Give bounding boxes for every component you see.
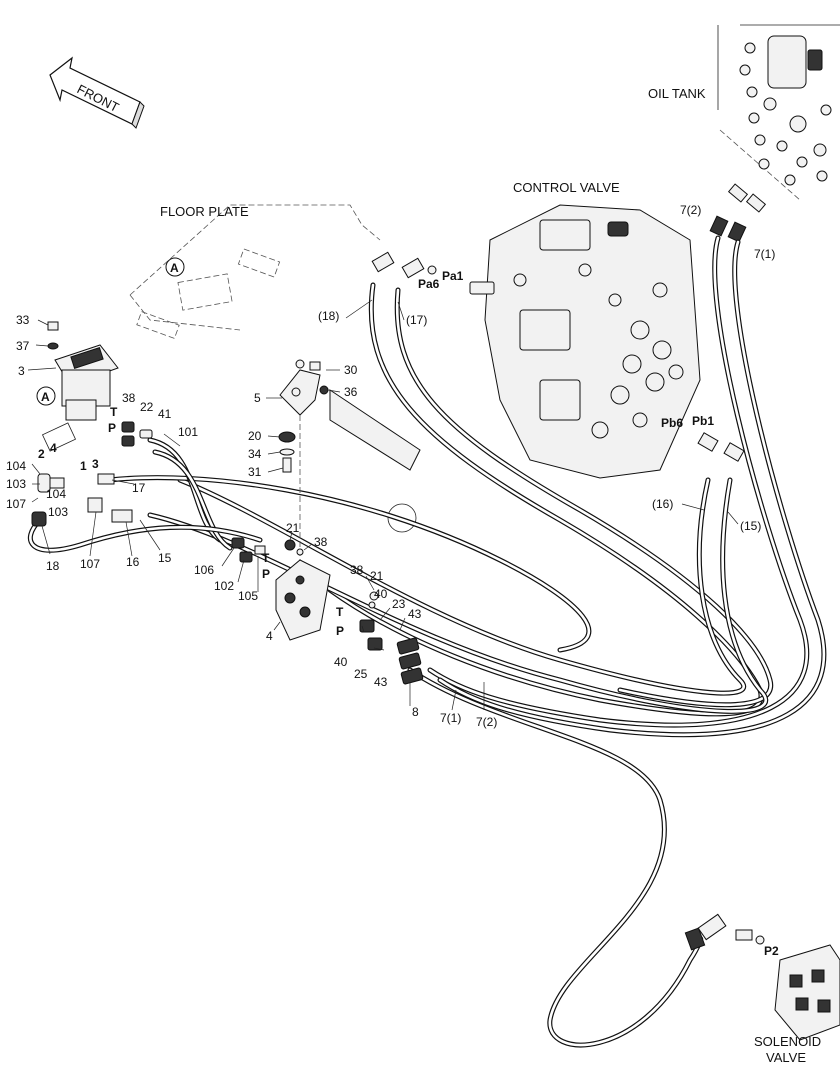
pedal-valve: A	[31, 321, 153, 527]
callout-23: 23	[392, 597, 406, 611]
callout-3a: 3	[18, 364, 25, 378]
ref-mark-a-top: A	[170, 261, 179, 275]
port-pa6: Pa6	[418, 277, 440, 291]
callout-37: 37	[16, 339, 30, 353]
floor-plate: FLOOR PLATE A	[129, 204, 417, 533]
port-t-block-b: T	[336, 605, 344, 619]
control-valve-label: CONTROL VALVE	[513, 180, 620, 195]
bracket-and-block	[231, 359, 424, 685]
callout-30: 30	[344, 363, 358, 377]
callout-40a: 40	[374, 587, 388, 601]
callout-104a: 104	[6, 459, 26, 473]
port-pb6: Pb6	[661, 416, 683, 430]
callout-20: 20	[248, 429, 262, 443]
callout-105: 105	[238, 589, 258, 603]
callout-43b: 43	[374, 675, 388, 689]
oil-tank: OIL TANK 7(2) 7(1)	[648, 24, 840, 261]
callout-17: 17	[132, 481, 146, 495]
callout-21b: 21	[370, 569, 384, 583]
callout-15p: (15)	[740, 519, 761, 533]
port-t-pedal: T	[110, 405, 118, 419]
callout-103b: 103	[48, 505, 68, 519]
callout-3b: 3	[92, 457, 99, 471]
callout-38c: 38	[350, 563, 364, 577]
callout-17p: (17)	[406, 313, 427, 327]
callout-7-2-top: 7(2)	[680, 203, 701, 217]
port-p2: P2	[764, 944, 779, 958]
solenoid-valve-label-2: VALVE	[766, 1050, 806, 1065]
callout-2: 2	[38, 447, 45, 461]
port-p-block-a: P	[262, 567, 270, 581]
port-pa1: Pa1	[442, 269, 464, 283]
callout-107b: 107	[80, 557, 100, 571]
callout-34: 34	[248, 447, 262, 461]
callout-36: 36	[344, 385, 358, 399]
callout-5: 5	[254, 391, 261, 405]
callout-8: 8	[412, 705, 419, 719]
floor-plate-label: FLOOR PLATE	[160, 204, 249, 219]
control-valve: CONTROL VALVE Pa6 Pa1 Pb6 Pb1	[371, 180, 745, 479]
port-p-pedal: P	[108, 421, 116, 435]
callout-18: 18	[46, 559, 60, 573]
callout-25: 25	[354, 667, 368, 681]
callout-15: 15	[158, 551, 172, 565]
callout-31: 31	[248, 465, 262, 479]
callout-103a: 103	[6, 477, 26, 491]
oil-tank-label: OIL TANK	[648, 86, 706, 101]
callout-1: 1	[80, 459, 87, 473]
callout-22: 22	[140, 400, 154, 414]
port-t-block-a: T	[262, 551, 270, 565]
callout-40b: 40	[334, 655, 348, 669]
callout-16: 16	[126, 555, 140, 569]
port-pb1: Pb1	[692, 414, 714, 428]
callout-21a: 21	[286, 521, 300, 535]
callout-7-2a: 7(2)	[476, 715, 497, 729]
callout-4b: 4	[266, 629, 273, 643]
port-p-block-b: P	[336, 624, 344, 638]
callout-labels: 33 37 3 38 22 41 T P 101 17 2 4 1 3 104 …	[6, 309, 761, 729]
hose-routing	[28, 235, 827, 1048]
callout-18p: (18)	[318, 309, 339, 323]
callout-102: 102	[214, 579, 234, 593]
ref-mark-a-left: A	[41, 390, 50, 404]
leader-lines	[27, 299, 739, 711]
callout-7-1a: 7(1)	[440, 711, 461, 725]
callout-4: 4	[50, 441, 57, 455]
front-arrow: FRONT	[49, 56, 145, 129]
callout-101: 101	[178, 425, 198, 439]
solenoid-valve: P2 SOLENOID VALVE	[684, 913, 840, 1065]
callout-107a: 107	[6, 497, 26, 511]
callout-38b: 38	[314, 535, 328, 549]
callout-106: 106	[194, 563, 214, 577]
callout-43a: 43	[408, 607, 422, 621]
callout-7-1-top: 7(1)	[754, 247, 775, 261]
callout-33: 33	[16, 313, 30, 327]
callout-38a: 38	[122, 391, 136, 405]
callout-16p: (16)	[652, 497, 673, 511]
solenoid-valve-label-1: SOLENOID	[754, 1034, 821, 1049]
callout-104b: 104	[46, 487, 66, 501]
callout-41: 41	[158, 407, 172, 421]
